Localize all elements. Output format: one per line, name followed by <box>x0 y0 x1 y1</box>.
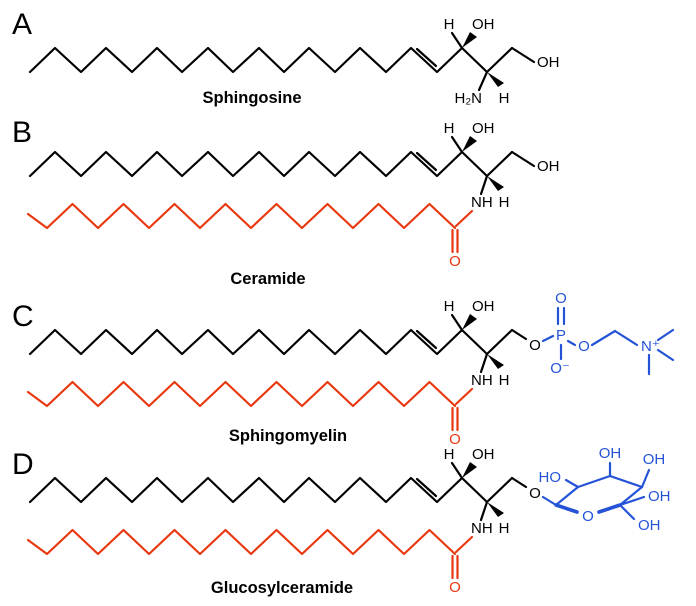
compound-name-ceramide: Ceramide <box>230 270 305 288</box>
acyl-chain <box>26 202 457 230</box>
n-methyl-bond <box>656 348 675 362</box>
bond-n-carbonyl <box>454 209 474 228</box>
label-carbonyl-o: O <box>449 253 461 270</box>
bond-ring-oh-bottom <box>618 503 636 521</box>
panel-b-letter: B <box>12 116 32 149</box>
glucose-ring-edge <box>576 474 612 489</box>
panel-a: A H OH H₂N H OH Sphingosine <box>12 8 560 107</box>
panel-d-letter: D <box>12 448 34 481</box>
bond-c1-oh <box>510 150 536 168</box>
label-c2-h: H <box>499 520 510 537</box>
bond-c3-h <box>450 31 464 50</box>
label-amine: H₂N <box>455 90 483 107</box>
bond-c2-nh <box>479 500 489 522</box>
sphingosine-backbone <box>28 476 514 504</box>
bond-c1-glycosidic-o <box>510 476 528 489</box>
compound-name-sphingosine: Sphingosine <box>203 89 302 107</box>
label-n-plus: N⁺ <box>641 338 660 355</box>
acyl-chain <box>26 380 457 408</box>
bond-ring-oh-top-right <box>640 468 651 489</box>
wedge-c3-oh <box>462 136 477 152</box>
label-nh: NH <box>471 520 493 537</box>
double-bond-inner-line <box>415 477 438 498</box>
label-c2-h: H <box>499 372 510 389</box>
label-oh-bottom: OH <box>638 517 661 534</box>
bond-n-carbonyl <box>454 387 474 406</box>
wedge-c2-h <box>487 72 504 87</box>
acyl-chain <box>26 528 457 556</box>
label-ring-o: O <box>582 508 594 525</box>
label-oh-top: OH <box>599 445 622 462</box>
wedge-c2-h <box>487 176 504 191</box>
bond-c3-h <box>450 461 464 480</box>
panel-a-letter: A <box>12 8 32 41</box>
bond-c1-oh <box>510 46 536 64</box>
bond-n-carbonyl <box>454 535 474 554</box>
double-bond-inner-line <box>415 329 438 350</box>
label-c3-oh: OH <box>472 16 495 33</box>
label-nh: NH <box>471 194 493 211</box>
label-c1-oh: OH <box>537 54 560 71</box>
label-glycosidic-o: O <box>529 485 541 502</box>
bond-c2-amine <box>477 70 489 92</box>
wedge-c2-h <box>487 502 504 517</box>
label-c2-h: H <box>499 90 510 107</box>
bond-c2-nh <box>479 174 489 196</box>
label-c3-h: H <box>444 446 455 463</box>
label-c3-oh: OH <box>472 298 495 315</box>
panel-c-letter: C <box>12 300 34 333</box>
wedge-c2-h <box>487 354 504 369</box>
bond-p-bridge-o <box>566 339 577 347</box>
label-c1-oh: OH <box>537 158 560 175</box>
bond-c6-oh-right <box>618 495 646 507</box>
label-c3-oh: OH <box>472 446 495 463</box>
bond-ester-o-p <box>541 334 555 343</box>
glucose-ring-edge <box>597 503 622 514</box>
label-c3-h: H <box>444 298 455 315</box>
panel-c: C H OH NH H O P O O⁻ O N⁺ O Sphingomyeli… <box>12 290 675 448</box>
compound-name-sphingomyelin: Sphingomyelin <box>229 427 347 445</box>
wedge-c3-oh <box>462 462 477 478</box>
label-c3-h: H <box>444 120 455 137</box>
label-c2-h: H <box>499 194 510 211</box>
label-c3-oh: OH <box>472 120 495 137</box>
label-nh: NH <box>471 372 493 389</box>
label-c3-h: H <box>444 16 455 33</box>
panel-d: D H OH NH H O O HO OH OH OH OH O <box>12 445 671 597</box>
glucose-ring-edge <box>554 485 580 507</box>
label-oh-top-right: OH <box>643 451 666 468</box>
compound-name-glucosylceramide: Glucosylceramide <box>211 579 353 597</box>
label-phosphorus: P <box>556 327 566 344</box>
label-phosphoryl-o: O <box>555 290 567 307</box>
sphingosine-backbone <box>28 150 514 178</box>
label-bridge-o: O <box>578 338 590 355</box>
sphingosine-backbone <box>28 328 514 356</box>
label-ester-o: O <box>529 337 541 354</box>
label-o-minus: O⁻ <box>550 360 570 377</box>
wedge-c3-oh <box>462 32 477 48</box>
bond-c3-h <box>450 313 464 332</box>
bond-c3-h <box>450 135 464 154</box>
bond-c2-nh <box>479 352 489 374</box>
n-methyl-bond <box>656 328 675 342</box>
bond-bridge-o-ch2 <box>590 329 617 347</box>
bond-ch2-n <box>613 329 639 347</box>
panel-b: B H OH NH H OH O Ceramide <box>12 116 560 288</box>
label-carbonyl-o: O <box>449 579 461 596</box>
label-ho-left: HO <box>539 469 562 486</box>
bond-glycosidic-o-ring <box>541 495 558 507</box>
double-bond-inner-line <box>415 47 438 68</box>
wedge-c3-oh <box>462 314 477 330</box>
glucose-ring-edge <box>554 503 579 514</box>
label-carbonyl-o: O <box>449 431 461 448</box>
sphingosine-backbone <box>28 46 514 74</box>
double-bond-inner-line <box>415 151 438 172</box>
bond-c1-ester-o <box>510 328 528 341</box>
label-oh-right: OH <box>648 488 671 505</box>
glucose-ring-edge <box>618 485 644 507</box>
bond-ring-ho <box>564 478 580 489</box>
glucose-ring-edge <box>608 474 644 489</box>
